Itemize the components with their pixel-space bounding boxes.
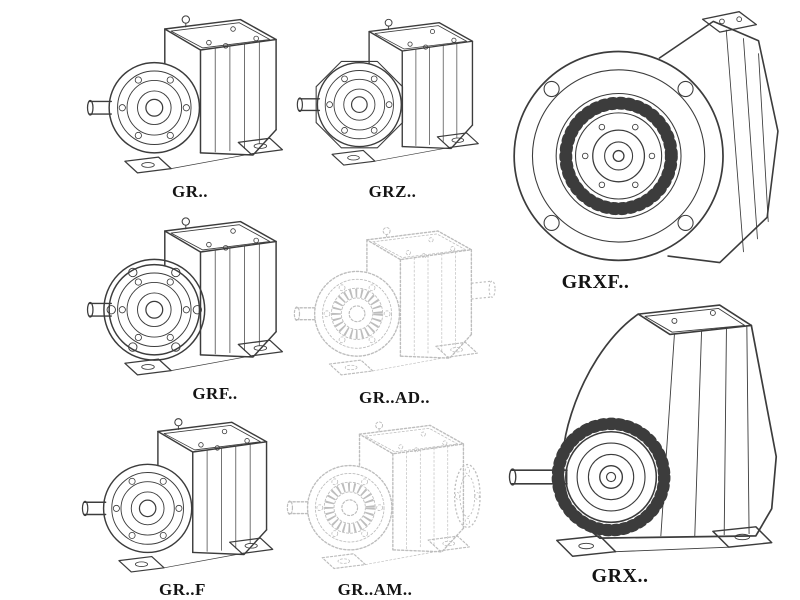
gearbox-drawing-gram [286,421,481,570]
gearbox-drawing-grad [293,226,496,376]
input-adapter-stub [470,280,496,300]
model-label-gr: GR.. [172,182,208,201]
internal-gear-ring [336,293,377,334]
gearbox-body [286,421,470,570]
octagonal-case [315,60,404,149]
gearbox-drawing-grdotf [81,417,274,573]
model-label-grdotf: GR..F [159,580,206,599]
gearbox-body [293,226,478,376]
model-label-grz: GRZ.. [368,182,417,201]
gearbox-drawing-grx [508,304,778,557]
figure-grad: GR..AD.. [292,212,497,408]
gearbox-drawing-gr [86,15,284,174]
gearbox-drawing-grz [296,18,479,166]
figure-gram: GR..AM.. [285,408,485,600]
model-label-grxf: GRXF.. [561,271,630,293]
figure-grxf: GRXF.. [498,2,793,294]
figure-grx: GRX.. [495,296,795,588]
gearbox-body [86,217,284,376]
model-label-grf: GRF.. [192,384,238,403]
gearbox-body [296,18,479,166]
gearbox-drawing-grxf [513,11,779,264]
gearbox-drawing-grf [86,217,284,376]
model-label-grad: GR..AD.. [358,388,431,407]
model-label-grx: GRX.. [591,565,649,587]
figure-grf: GRF.. [85,206,295,404]
motor-mount-flange [453,463,481,528]
figure-grdotf: GR..F [80,408,285,600]
figure-gr: GR.. [85,4,295,202]
internal-gear-ring [329,487,370,528]
figure-grz: GRZ.. [295,0,490,202]
model-label-gram: GR..AM.. [337,580,413,599]
gearbox-body [81,417,274,573]
gearbox-body [86,15,284,174]
